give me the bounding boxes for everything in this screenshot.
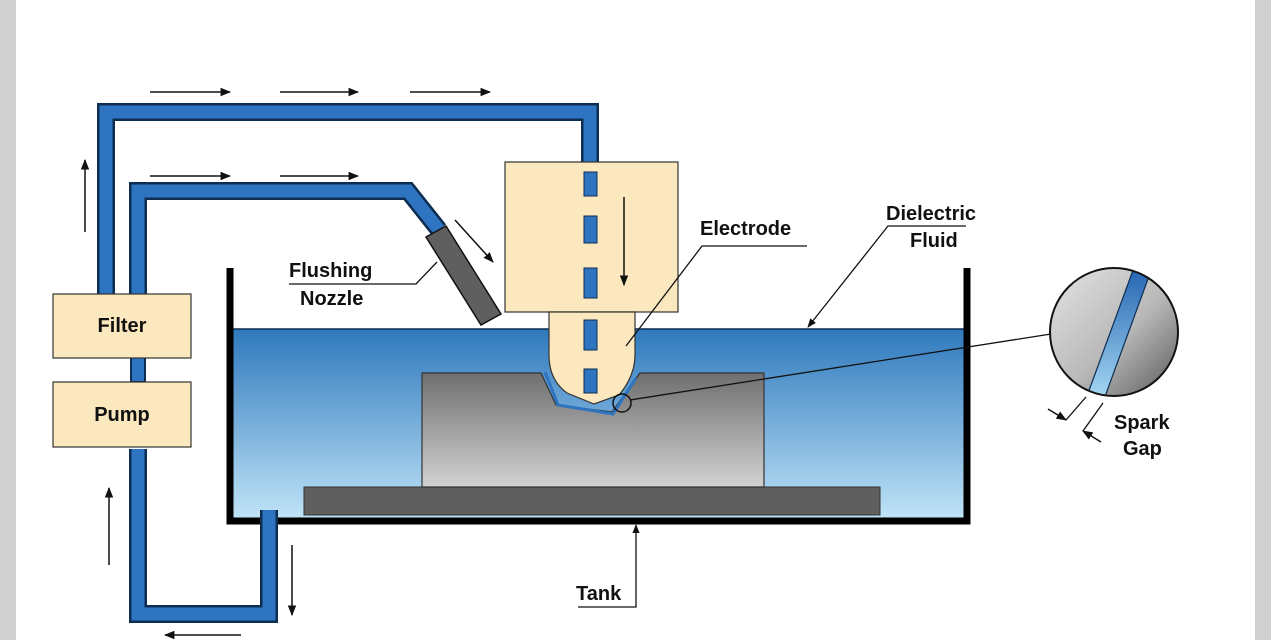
return-pipe <box>131 449 276 621</box>
gap-label: Gap <box>1123 438 1162 460</box>
dielectric-leader <box>807 225 966 328</box>
right-frame-bar <box>1255 0 1271 640</box>
electrode <box>548 311 636 405</box>
tank-walls <box>226 268 971 525</box>
flow-arrows <box>80 87 629 640</box>
flushing-label: Flushing <box>289 260 372 282</box>
dielectric-label: Dielectric <box>886 203 976 225</box>
tank-leader <box>578 524 640 608</box>
filter-pump-pipe <box>130 356 146 383</box>
filter-box <box>52 293 192 359</box>
nozzle-leader <box>289 261 438 285</box>
electrode-label: Electrode <box>700 218 791 240</box>
pump-label: Pump <box>94 404 150 426</box>
upper-pipe <box>99 105 597 296</box>
filter-label: Filter <box>98 315 147 337</box>
tank-label: Tank <box>576 583 622 605</box>
nozzle-label: Nozzle <box>300 288 363 310</box>
flushing-nozzle <box>424 225 503 326</box>
spark-label: Spark <box>1114 412 1170 434</box>
pump-box <box>52 381 192 448</box>
flushing-pipe <box>131 184 445 296</box>
fluid-label: Fluid <box>910 230 958 252</box>
spark-gap-zone <box>543 371 638 416</box>
flow-arrow-nozzle <box>454 219 494 263</box>
workpiece <box>421 372 765 488</box>
spark-gap-magnifier <box>612 267 1179 443</box>
internal-flushing-channel <box>583 171 598 394</box>
electrode-leader <box>625 245 807 347</box>
machine-table <box>303 486 881 516</box>
magnifier-leader <box>629 333 1052 401</box>
magnified-gap <box>1086 268 1153 396</box>
left-frame-bar <box>0 0 16 640</box>
spark-gap-focus-circle <box>612 393 632 413</box>
leader-lines <box>289 225 966 608</box>
